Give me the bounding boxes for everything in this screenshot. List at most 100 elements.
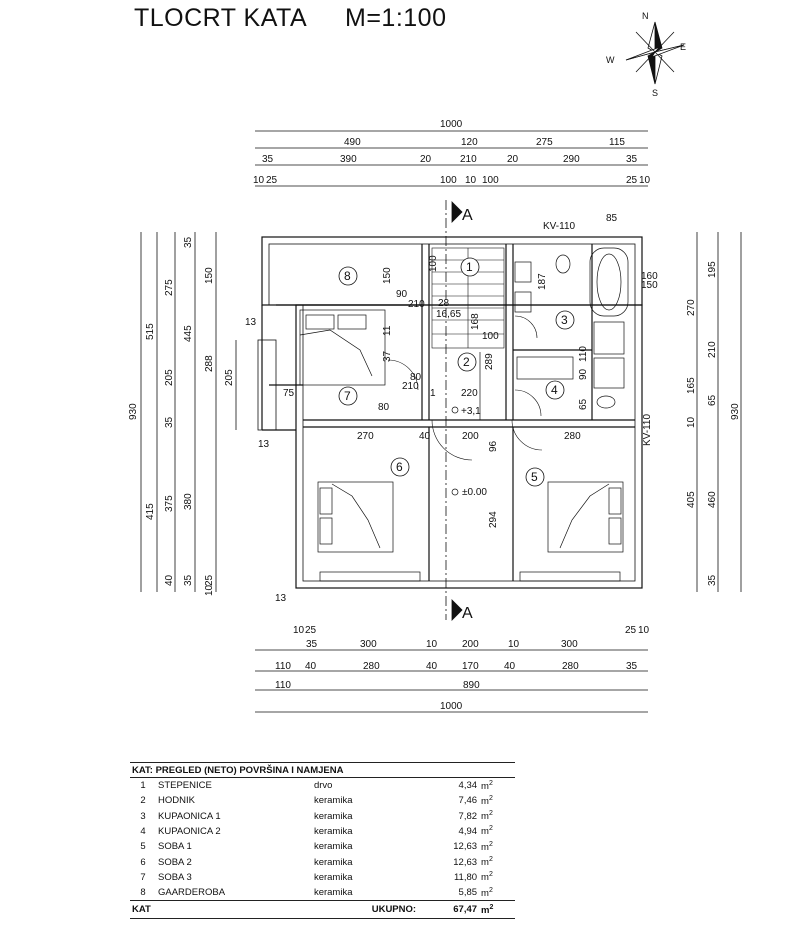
svg-text:490: 490 bbox=[344, 137, 361, 148]
svg-text:25: 25 bbox=[626, 175, 638, 186]
side-dimensions: 930 515 415 275 205 35 375 40 35 445 380… bbox=[128, 232, 742, 596]
bed-room-5 bbox=[547, 481, 624, 553]
svg-text:100: 100 bbox=[440, 175, 457, 186]
svg-text:13: 13 bbox=[275, 593, 287, 604]
svg-text:35: 35 bbox=[183, 236, 194, 248]
drawing-title: TLOCRT KATA bbox=[134, 4, 308, 32]
svg-text:100: 100 bbox=[428, 255, 439, 272]
svg-text:10: 10 bbox=[638, 625, 650, 636]
compass-s: S bbox=[652, 88, 658, 98]
svg-text:515: 515 bbox=[145, 323, 156, 340]
table-total-row: KAT UKUPNO: 67,47 m2 bbox=[130, 900, 515, 920]
bathroom-fixtures bbox=[451, 247, 629, 496]
svg-text:13: 13 bbox=[258, 439, 270, 450]
svg-text:35: 35 bbox=[626, 154, 638, 165]
svg-text:40: 40 bbox=[504, 661, 516, 672]
svg-text:10: 10 bbox=[204, 584, 215, 596]
svg-text:165: 165 bbox=[686, 377, 697, 394]
elevation-ground: ±0.00 bbox=[462, 487, 487, 498]
svg-text:115: 115 bbox=[609, 137, 625, 148]
svg-text:10: 10 bbox=[465, 175, 477, 186]
svg-text:40: 40 bbox=[426, 661, 438, 672]
svg-text:80: 80 bbox=[378, 402, 390, 413]
room-number-7: 7 bbox=[344, 389, 351, 403]
dim-top-1000: 1000 bbox=[440, 119, 463, 130]
svg-text:294: 294 bbox=[488, 511, 499, 528]
svg-text:37: 37 bbox=[382, 350, 393, 362]
room-number-5: 5 bbox=[531, 470, 538, 484]
svg-text:65: 65 bbox=[707, 394, 718, 406]
svg-text:290: 290 bbox=[563, 154, 580, 165]
compass-icon: N E S W bbox=[606, 11, 686, 98]
svg-text:445: 445 bbox=[183, 325, 194, 342]
svg-text:16,65: 16,65 bbox=[436, 309, 461, 320]
top-dimensions: 1000 490 120 275 115 35 390 20 210 20 29… bbox=[253, 119, 651, 187]
svg-text:100: 100 bbox=[482, 175, 499, 186]
svg-text:20: 20 bbox=[507, 154, 519, 165]
svg-text:10: 10 bbox=[293, 625, 305, 636]
svg-text:120: 120 bbox=[461, 137, 478, 148]
svg-text:35: 35 bbox=[183, 574, 194, 586]
svg-text:35: 35 bbox=[306, 639, 318, 650]
svg-text:930: 930 bbox=[128, 403, 139, 420]
section-mark-bottom: A bbox=[462, 605, 473, 622]
svg-text:270: 270 bbox=[357, 431, 374, 442]
svg-text:40: 40 bbox=[305, 661, 317, 672]
section-mark-top: A bbox=[462, 207, 473, 224]
svg-text:270: 270 bbox=[686, 299, 697, 316]
svg-text:150: 150 bbox=[641, 280, 658, 291]
compass-e: E bbox=[680, 42, 686, 52]
compass-w: W bbox=[606, 55, 615, 65]
room-numbers: 1 2 3 4 5 6 7 8 bbox=[338, 257, 575, 487]
svg-text:35: 35 bbox=[707, 574, 718, 586]
svg-text:10: 10 bbox=[508, 639, 520, 650]
bed-room-6 bbox=[317, 481, 394, 553]
svg-text:300: 300 bbox=[360, 639, 377, 650]
svg-text:110: 110 bbox=[578, 346, 589, 362]
svg-text:28: 28 bbox=[438, 298, 450, 309]
svg-text:930: 930 bbox=[730, 403, 741, 420]
room-number-3: 3 bbox=[561, 313, 568, 327]
svg-text:10: 10 bbox=[686, 416, 697, 428]
svg-text:80: 80 bbox=[410, 372, 422, 383]
room-number-2: 2 bbox=[463, 355, 470, 369]
doors bbox=[387, 315, 543, 461]
elevation-upper: +3,1 bbox=[461, 406, 481, 417]
svg-text:288: 288 bbox=[204, 355, 215, 372]
svg-text:20: 20 bbox=[420, 154, 432, 165]
svg-text:220: 220 bbox=[461, 388, 478, 399]
svg-text:460: 460 bbox=[707, 491, 718, 508]
bed-room-7 bbox=[299, 309, 386, 386]
svg-text:10: 10 bbox=[639, 175, 651, 186]
svg-text:25: 25 bbox=[305, 625, 317, 636]
svg-text:150: 150 bbox=[204, 267, 215, 284]
svg-text:35: 35 bbox=[262, 154, 274, 165]
drawing-scale: M=1:100 bbox=[345, 4, 447, 32]
compass-n: N bbox=[642, 11, 649, 21]
svg-text:96: 96 bbox=[488, 440, 499, 452]
svg-text:205: 205 bbox=[164, 369, 175, 386]
svg-text:200: 200 bbox=[462, 431, 479, 442]
svg-text:35: 35 bbox=[164, 416, 175, 428]
svg-text:40: 40 bbox=[164, 574, 175, 586]
svg-text:210: 210 bbox=[408, 299, 425, 310]
svg-text:85: 85 bbox=[606, 213, 618, 224]
svg-text:25: 25 bbox=[266, 175, 278, 186]
svg-text:1000: 1000 bbox=[440, 701, 463, 712]
svg-text:280: 280 bbox=[562, 661, 579, 672]
svg-text:168: 168 bbox=[470, 313, 481, 330]
svg-text:13: 13 bbox=[245, 317, 257, 328]
svg-text:110: 110 bbox=[275, 661, 291, 672]
svg-text:289: 289 bbox=[484, 353, 495, 370]
table-title: KAT: PREGLED (NETO) POVRŠINA I NAMJENA bbox=[130, 762, 515, 778]
floor-plan: N E S W 1000 490 120 275 115 35 390 20 2… bbox=[128, 11, 742, 713]
svg-text:195: 195 bbox=[707, 261, 718, 278]
room-number-8: 8 bbox=[344, 269, 351, 283]
svg-text:405: 405 bbox=[686, 491, 697, 508]
svg-text:75: 75 bbox=[283, 388, 295, 399]
